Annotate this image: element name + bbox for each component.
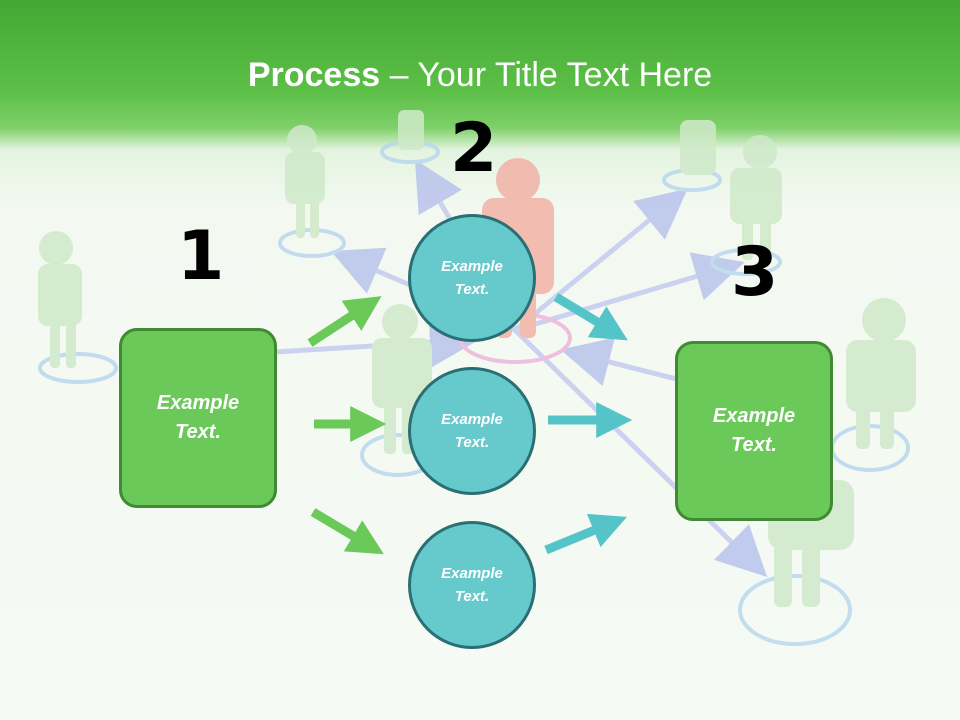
step-number-3: 3 bbox=[731, 233, 779, 312]
step-number-2: 2 bbox=[450, 109, 498, 188]
title-dash: – bbox=[380, 56, 418, 94]
left-box-line-2: Text. bbox=[175, 421, 221, 443]
circle-top-line-2: Text. bbox=[454, 281, 490, 298]
circle-bottom-line-1: Example bbox=[441, 565, 503, 582]
left-text-box: Example Text. bbox=[119, 328, 277, 508]
circle-middle-line-1: Example bbox=[441, 411, 503, 428]
arrow-left-to-circle-1 bbox=[307, 296, 382, 347]
right-box-line-1: Example bbox=[712, 405, 796, 427]
circle-bottom: Example Text. bbox=[408, 521, 536, 649]
title-bold: Process bbox=[247, 56, 381, 94]
circle-bottom-line-2: Text. bbox=[454, 588, 490, 605]
right-text-box: Example Text. bbox=[675, 341, 833, 521]
right-box-line-2: Text. bbox=[731, 434, 777, 456]
arrow-circle-3-to-right bbox=[544, 513, 627, 555]
arrow-circle-1-to-right bbox=[553, 293, 628, 341]
step-number-1: 1 bbox=[177, 217, 225, 296]
circle-middle-line-2: Text. bbox=[454, 434, 490, 451]
circle-top-line-1: Example bbox=[441, 258, 503, 275]
circle-middle: Example Text. bbox=[408, 367, 536, 495]
left-box-line-1: Example bbox=[156, 392, 240, 414]
arrow-left-to-circle-3 bbox=[310, 508, 384, 555]
circle-top: Example Text. bbox=[408, 214, 536, 342]
slide-title: Process – Your Title Text Here bbox=[0, 54, 960, 96]
title-rest: Your Title Text Here bbox=[417, 56, 713, 94]
